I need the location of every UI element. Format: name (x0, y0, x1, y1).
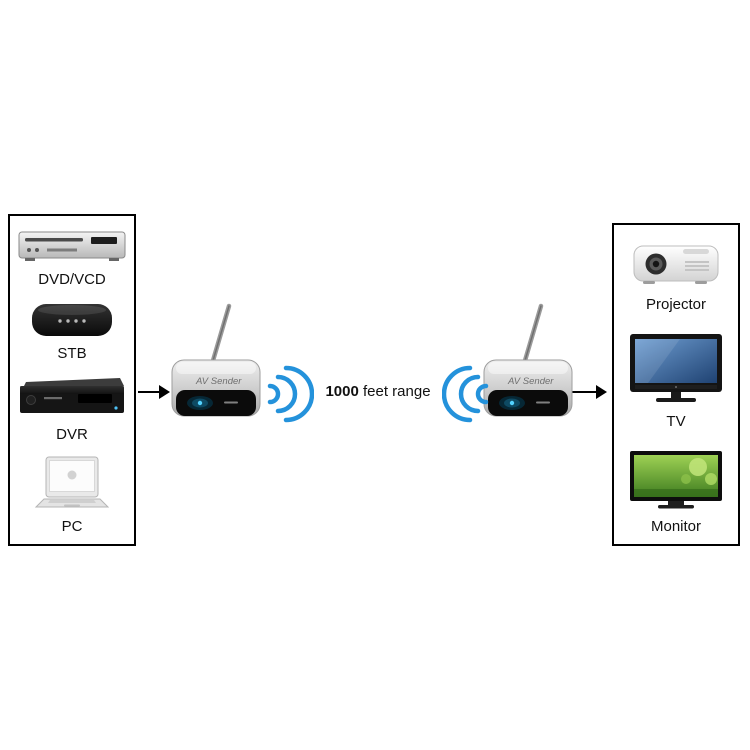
receiver-image: AV Sender (483, 303, 573, 417)
wifi-waves-right-icon (267, 365, 314, 423)
pc-cell: PC (28, 455, 116, 534)
display-glow-icon (197, 400, 203, 406)
tv-cell: TV (628, 332, 724, 429)
projector-cell: Projector (629, 237, 723, 312)
range-label: 1000 feet range (308, 383, 448, 400)
dvd-cell: DVD/VCD (17, 228, 127, 287)
pc-label: PC (61, 517, 83, 535)
receiver-device: AV Sender (478, 298, 578, 424)
range-unit: feet range (358, 383, 431, 400)
dvr-label: DVR (56, 426, 88, 444)
wifi-waves-left-icon (442, 365, 489, 423)
dvd-player-image (18, 231, 126, 261)
dvd-label: DVD/VCD (38, 271, 106, 288)
arrow-receiver-to-displays (572, 384, 610, 400)
monitor-cell: Monitor (628, 449, 724, 534)
projector-label: Projector (645, 296, 707, 313)
stb-cell: STB (28, 300, 116, 361)
tv-label: TV (666, 413, 686, 430)
transmitter-image: AV Sender (171, 303, 261, 417)
transmitter-waves (262, 360, 314, 424)
receiver-waves (442, 360, 494, 424)
arrow-sources-to-transmitter (138, 384, 172, 400)
source-devices-box: DVD/VCD STB (8, 214, 136, 546)
transmitter-model-text: AV Sender (195, 376, 242, 387)
dvr-image (20, 378, 124, 414)
stb-label: STB (57, 344, 87, 362)
laptop-image (34, 456, 110, 508)
dvr-cell: DVR (16, 373, 128, 442)
display-devices-box: Projector TV (612, 223, 740, 546)
receiver-model-text: AV Sender (507, 376, 554, 387)
stb-image (32, 303, 112, 336)
tv-image (630, 334, 722, 402)
range-distance: 1000 (325, 383, 359, 400)
projector-image (633, 245, 719, 284)
transmitter-device: AV Sender (166, 298, 266, 424)
display-glow-icon (509, 400, 515, 406)
monitor-image (630, 451, 722, 509)
monitor-label: Monitor (650, 518, 702, 535)
